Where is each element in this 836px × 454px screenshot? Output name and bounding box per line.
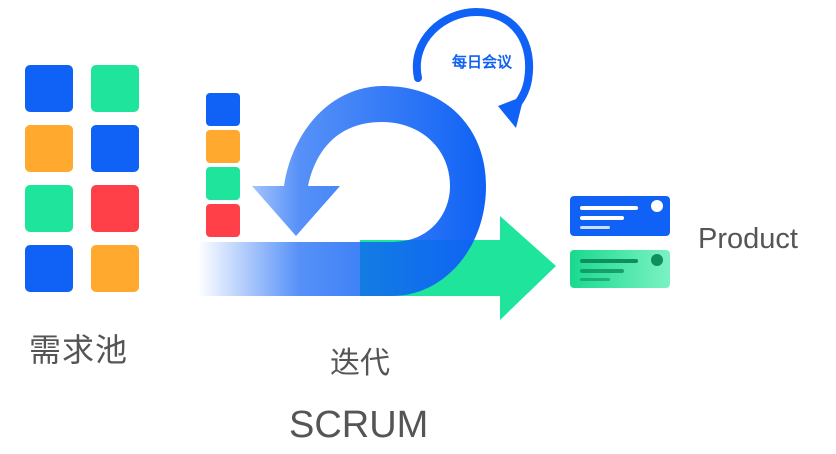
backlog-item-tile — [91, 125, 139, 172]
backlog-item-tile — [91, 185, 139, 232]
backlog-item-tile — [25, 185, 73, 232]
backlog-label: 需求池 — [29, 331, 129, 369]
iteration-label: 迭代 — [330, 346, 390, 381]
sprint-item-tile — [206, 93, 240, 126]
backlog-item-tile — [25, 65, 73, 112]
backlog-item-tile — [91, 65, 139, 112]
framework-title: SCRUM — [289, 404, 429, 446]
backlog-item-tile — [25, 125, 73, 172]
daily-meeting-label: 每日会议 — [452, 53, 513, 71]
sprint-item-tile — [206, 130, 240, 163]
product-label: Product — [698, 223, 798, 255]
backlog-item-tile — [91, 245, 139, 292]
sprint-item-tile — [206, 167, 240, 200]
backlog-item-tile — [25, 245, 73, 292]
product-card-icon — [570, 196, 670, 288]
daily-loop-arrow-icon — [412, 7, 534, 128]
cycle-arrow-icon — [198, 86, 486, 296]
sprint-backlog-column — [206, 93, 240, 237]
backlog-grid — [25, 65, 139, 292]
sprint-item-tile — [206, 204, 240, 237]
